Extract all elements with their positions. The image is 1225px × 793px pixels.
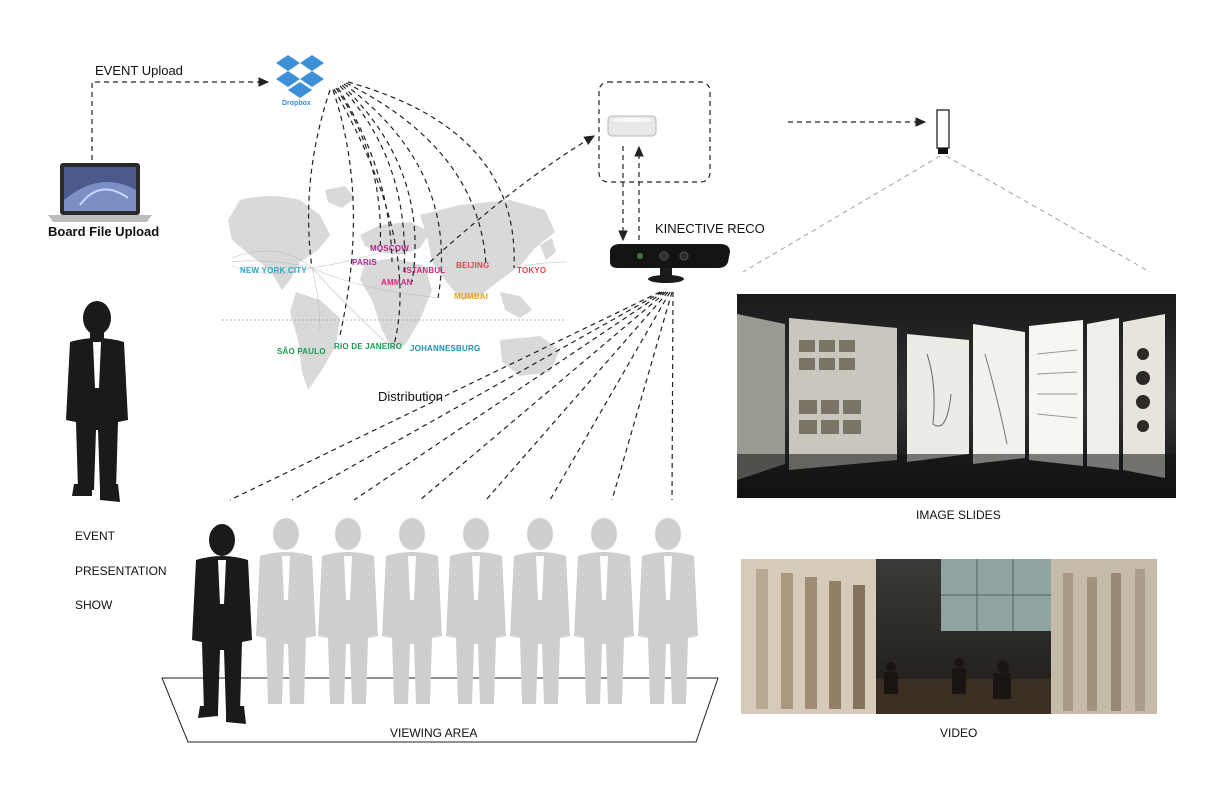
city-label-istanbul: ISTANBUL	[404, 266, 446, 275]
laptop-icon	[48, 163, 152, 222]
viewer-silhouette	[446, 518, 506, 704]
image-slides-photo	[737, 294, 1176, 498]
kinect-sensor-icon	[610, 244, 730, 283]
world-map	[228, 186, 560, 390]
dropbox-label: Dropbox	[282, 100, 311, 107]
presenter-silhouette	[66, 301, 128, 502]
city-label-johannesburg: JOHANNESBURG	[410, 344, 481, 353]
distribution-arcs	[307, 81, 515, 346]
viewers-group	[256, 518, 698, 704]
city-label-sao-paulo: SÃO PAULO	[277, 347, 326, 356]
presentation-label: PRESENTATION	[75, 564, 167, 578]
city-label-new-york: NEW YORK CITY	[240, 266, 307, 275]
viewing-area-label: VIEWING AREA	[390, 726, 478, 740]
image-slides-label: IMAGE SLIDES	[916, 508, 1001, 522]
mac-mini-icon	[607, 115, 657, 137]
video-photo	[741, 559, 1157, 714]
event-upload-label: EVENT Upload	[95, 63, 183, 78]
viewer-silhouette	[510, 518, 570, 704]
viewer-silhouette	[574, 518, 634, 704]
flow-lines	[231, 250, 567, 347]
viewer-silhouette	[256, 518, 316, 704]
city-label-mumbai: MUMBAI	[454, 292, 489, 301]
viewer-silhouette	[318, 518, 378, 704]
viewer-silhouette-front	[192, 524, 252, 724]
city-label-rio: RIO DE JANEIRO	[334, 342, 403, 351]
event-upload-arrow	[91, 77, 270, 160]
city-label-amman: AMMAN	[381, 278, 413, 287]
map-to-computer-arrow	[429, 135, 596, 263]
computer-box	[598, 81, 711, 183]
city-label-tokyo: TOKYO	[517, 266, 547, 275]
kinect-label: KINECTIVE RECO	[655, 221, 765, 236]
sensor-rays	[229, 291, 674, 501]
projector-icon	[936, 109, 950, 154]
city-label-beijing: BEIJING	[456, 261, 490, 270]
video-label: VIDEO	[940, 726, 978, 740]
event-label: EVENT	[75, 529, 116, 543]
board-file-upload-label: Board File Upload	[48, 224, 160, 239]
distribution-label: Distribution	[378, 389, 444, 404]
viewer-silhouette	[382, 518, 442, 704]
dropbox-icon	[276, 55, 324, 98]
city-label-paris: PARIS	[352, 258, 377, 267]
show-label: SHOW	[75, 598, 113, 612]
viewer-silhouette	[638, 518, 698, 704]
city-label-moscow: MOSCOW	[370, 244, 409, 253]
